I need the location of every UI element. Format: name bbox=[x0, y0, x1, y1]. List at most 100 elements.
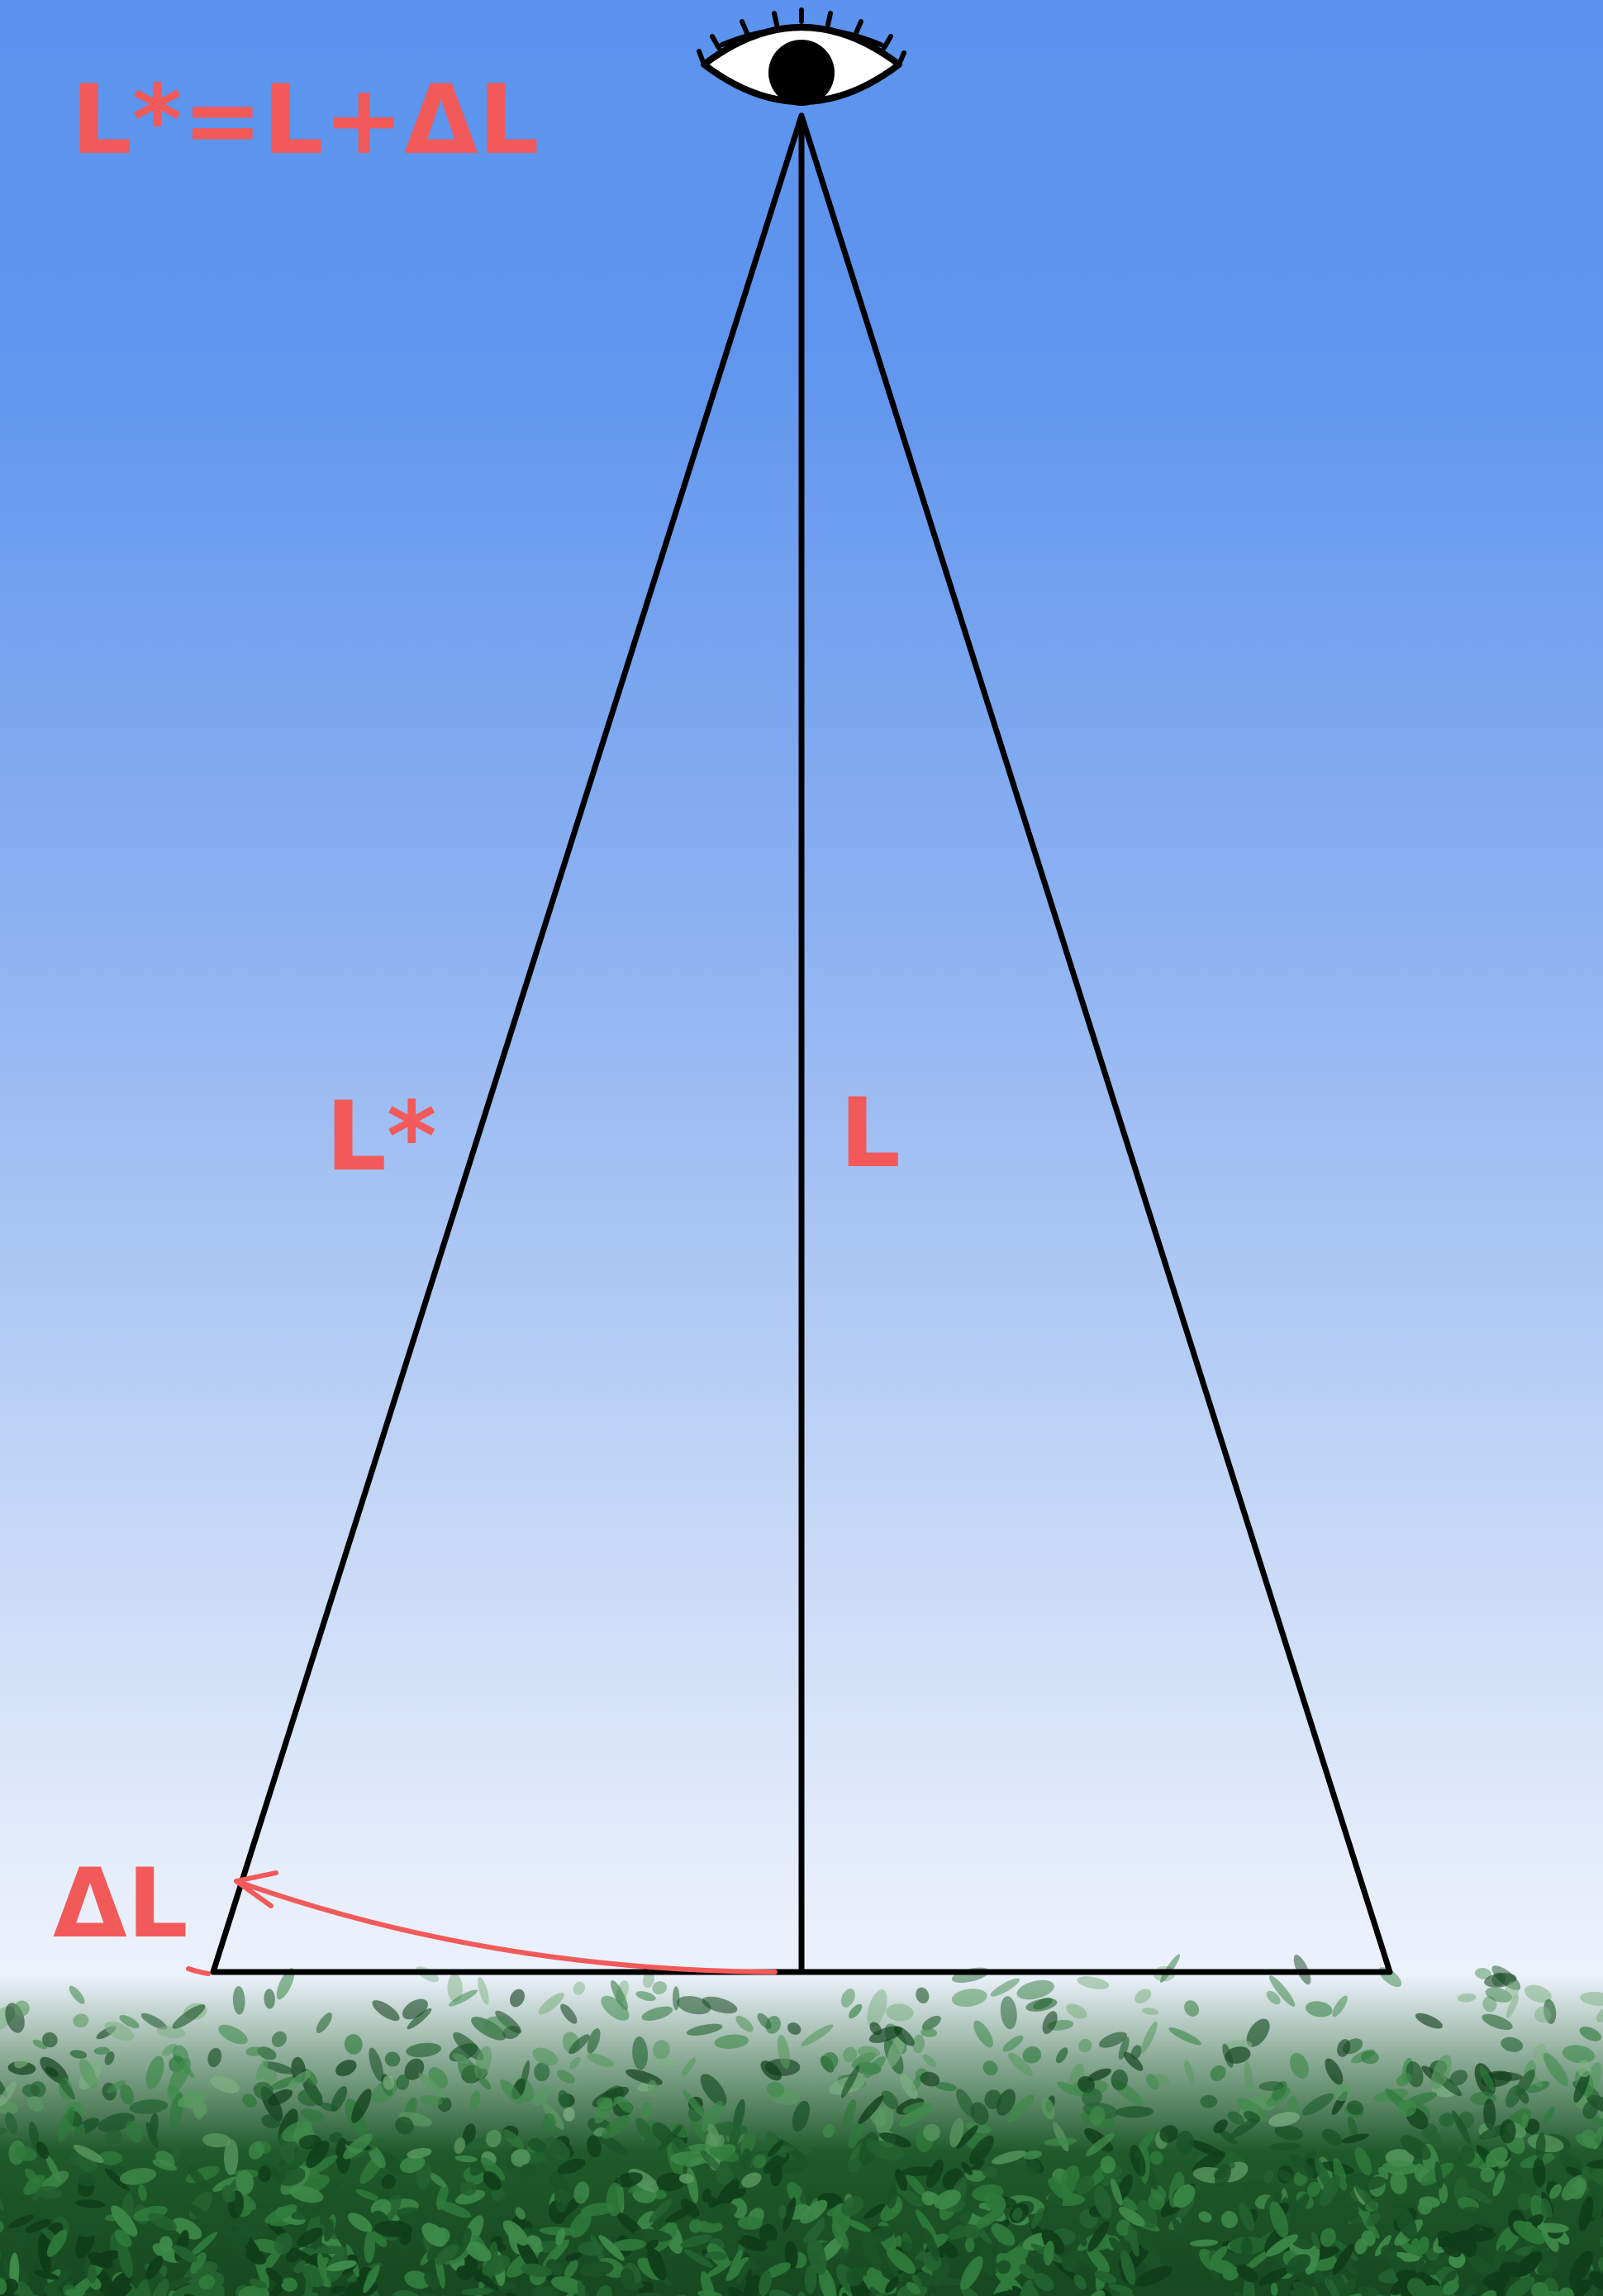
leaf bbox=[906, 2281, 920, 2295]
leaf bbox=[682, 2057, 696, 2076]
leaf bbox=[1586, 2094, 1603, 2114]
leaf bbox=[1325, 2058, 1344, 2085]
leaf bbox=[886, 2247, 916, 2275]
leaf bbox=[1549, 2184, 1562, 2199]
leaf bbox=[988, 2289, 1025, 2296]
leaf bbox=[602, 2114, 630, 2140]
leaf bbox=[1048, 2177, 1073, 2202]
leaf bbox=[1061, 2256, 1078, 2272]
leaf bbox=[265, 2267, 283, 2284]
leaf bbox=[1314, 2158, 1334, 2194]
leaf bbox=[45, 2154, 62, 2183]
leaf bbox=[801, 2024, 834, 2046]
leaf bbox=[821, 2052, 839, 2070]
leaf bbox=[1341, 2133, 1369, 2144]
leaf bbox=[735, 2015, 754, 2032]
leaf bbox=[1000, 1996, 1017, 2030]
leaf bbox=[657, 2125, 683, 2152]
leaf bbox=[152, 2243, 181, 2263]
leaf bbox=[306, 2141, 330, 2169]
leaf bbox=[1118, 2036, 1130, 2060]
leaf bbox=[935, 2082, 958, 2091]
leaf bbox=[702, 2100, 724, 2132]
leaf bbox=[961, 2161, 973, 2175]
leaf bbox=[277, 2166, 306, 2186]
leaf bbox=[1274, 2125, 1304, 2141]
leaf bbox=[274, 2232, 293, 2256]
leaf bbox=[1417, 2200, 1433, 2215]
leaf bbox=[1006, 2094, 1035, 2123]
leaf bbox=[923, 2227, 940, 2261]
leaf bbox=[1082, 2088, 1102, 2107]
leaf bbox=[452, 2053, 469, 2065]
leaf bbox=[392, 2289, 421, 2296]
leaf bbox=[620, 2268, 635, 2286]
leaf bbox=[587, 2135, 602, 2158]
leaf bbox=[984, 2191, 1006, 2213]
leaf bbox=[1265, 2234, 1299, 2257]
leaf bbox=[866, 2140, 905, 2160]
leaf bbox=[1292, 2281, 1315, 2296]
leaf bbox=[223, 2139, 239, 2175]
leaf bbox=[956, 2089, 976, 2117]
leaf bbox=[1483, 2098, 1496, 2130]
leaf bbox=[767, 2140, 784, 2158]
leaf bbox=[331, 2086, 348, 2112]
leaf bbox=[1499, 2119, 1516, 2144]
leaf bbox=[104, 2051, 115, 2065]
leaf bbox=[695, 2220, 723, 2233]
leaf bbox=[264, 1989, 275, 2009]
leaf bbox=[938, 2240, 958, 2258]
leaf bbox=[863, 2203, 886, 2219]
slant-line-right bbox=[798, 112, 1393, 1975]
leaf bbox=[678, 2174, 694, 2184]
leaf bbox=[1535, 2132, 1546, 2160]
leaf bbox=[0, 2099, 18, 2115]
leaf bbox=[869, 2286, 895, 2296]
leaf bbox=[1073, 2275, 1087, 2290]
leaf bbox=[93, 2046, 110, 2055]
leaf bbox=[542, 2113, 556, 2132]
leaf bbox=[351, 2089, 372, 2123]
leaf bbox=[1077, 2232, 1087, 2247]
leaf bbox=[1360, 2051, 1379, 2065]
leaf bbox=[800, 2184, 816, 2204]
leaf bbox=[1354, 2146, 1372, 2176]
leaf bbox=[1525, 2118, 1540, 2135]
leaf bbox=[1233, 2291, 1248, 2296]
leaf bbox=[1367, 2212, 1381, 2227]
leaf bbox=[78, 2058, 98, 2089]
leaf bbox=[120, 2084, 134, 2105]
leaf bbox=[531, 2285, 559, 2296]
leaf bbox=[1176, 2130, 1195, 2155]
leaf bbox=[901, 2166, 936, 2176]
leaf bbox=[383, 2075, 395, 2090]
leaf bbox=[1198, 2211, 1212, 2222]
leaf bbox=[379, 2151, 405, 2175]
leaf bbox=[1258, 2267, 1290, 2285]
leaf bbox=[454, 2155, 478, 2163]
leaf bbox=[680, 2234, 713, 2248]
leaf bbox=[75, 2199, 106, 2208]
leaf bbox=[715, 2179, 740, 2212]
leaf bbox=[1289, 2194, 1310, 2222]
leaf bbox=[647, 2247, 667, 2281]
leaf bbox=[822, 2124, 835, 2138]
leaf bbox=[587, 2028, 601, 2054]
leaf bbox=[78, 2173, 97, 2187]
leaf bbox=[782, 2158, 809, 2174]
leaf bbox=[1268, 2112, 1301, 2127]
leaf bbox=[1577, 2060, 1592, 2078]
leaf bbox=[532, 2047, 559, 2066]
leaf bbox=[744, 2275, 762, 2296]
leaf bbox=[263, 2061, 294, 2074]
leaf bbox=[1243, 2249, 1272, 2273]
leaf bbox=[982, 2060, 998, 2076]
leaf bbox=[686, 2143, 714, 2154]
leaf bbox=[1375, 2235, 1391, 2257]
leaf bbox=[1016, 1979, 1054, 2000]
slant-length-label: L* bbox=[326, 1081, 437, 1193]
leaf bbox=[706, 2260, 732, 2278]
leaf bbox=[573, 2181, 590, 2204]
leaf bbox=[611, 1980, 628, 2011]
